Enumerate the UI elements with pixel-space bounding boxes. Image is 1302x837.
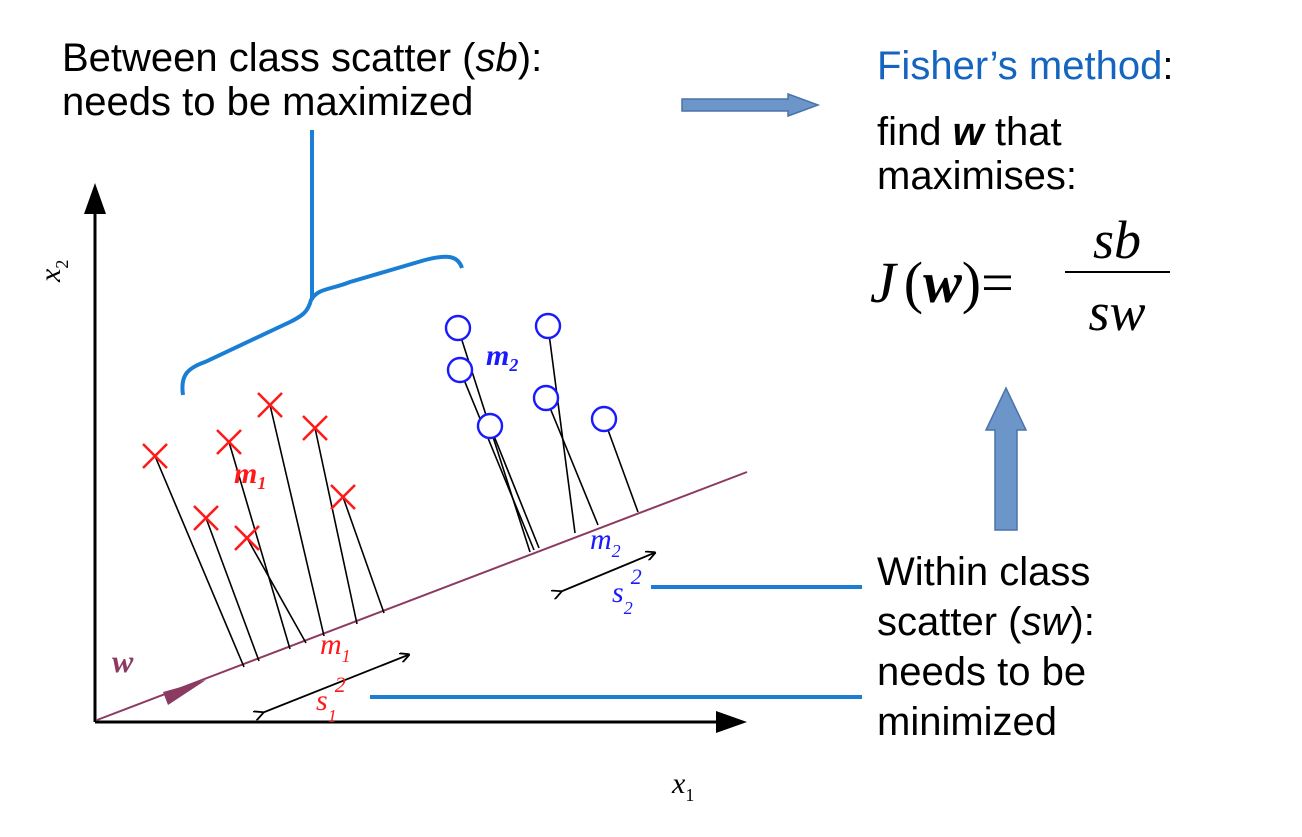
formula-denominator: sw [1088,282,1145,342]
within-class-line4: minimized [877,700,1058,744]
right-block-arrow [681,92,821,118]
formula-numerator: sb [1093,210,1141,270]
up-block-arrow [984,386,1028,531]
x-axis-label: x1 [671,767,694,805]
fisher-method-annotation: Fisher’s method: [877,44,1173,88]
within-class-line3: needs to be [877,650,1087,694]
s1-label: s12 [316,672,346,726]
s2-range-arrow [560,553,654,592]
projection-lines [154,325,639,668]
octagon-marker-icon [446,356,474,384]
octagon-marker-icon [590,405,618,433]
m2-projection-label: m2 [590,523,621,561]
fisher-method-description: find w that maximises: [877,110,1077,198]
within-class-annotation: Within class scatter (sw): needs to be m… [877,547,1095,747]
cross-marker-icon [216,429,242,455]
m1-class-label: m1 [234,457,266,493]
cross-marker-icon [330,484,356,510]
between-class-line1: Between class scatter (sb): [62,36,543,80]
cross-marker-icon [142,443,168,469]
m1-projection-label: m1 [320,628,351,666]
cross-marker-icon [234,525,260,551]
formula-lhs: J(w)= [870,250,1014,315]
fisher-method-title: Fisher’s method: [877,44,1174,88]
class2-points [444,312,618,440]
w-vector-label: w [112,643,134,679]
y-axis-arrowhead [84,183,106,214]
octagon-marker-icon [476,412,504,440]
fisher-line1: find w that [877,110,1062,154]
between-class-brace [180,254,464,396]
within-class-line1: Within class [877,550,1091,594]
w-vector-arrowhead [163,680,206,705]
cross-marker-icon [257,392,283,418]
octagon-marker-icon [532,384,560,412]
between-class-annotation: Between class scatter (sb): needs to be … [62,36,542,124]
octagon-marker-icon [444,314,472,342]
x-axis-arrowhead [716,711,747,733]
cross-marker-icon [193,505,219,531]
m2-class-label: m2 [486,339,518,375]
s1-range-arrow [262,655,408,713]
fisher-line2: maximises: [877,154,1078,198]
between-class-line2: needs to be maximized [62,80,474,124]
class1-points [142,392,356,551]
within-class-line2: scatter (sw): [877,600,1095,644]
projection-line-w [96,471,748,721]
y-axis-label: x2 [34,260,72,283]
octagon-marker-icon [534,312,562,340]
cross-marker-icon [302,415,328,441]
s2-label: s22 [612,564,642,618]
